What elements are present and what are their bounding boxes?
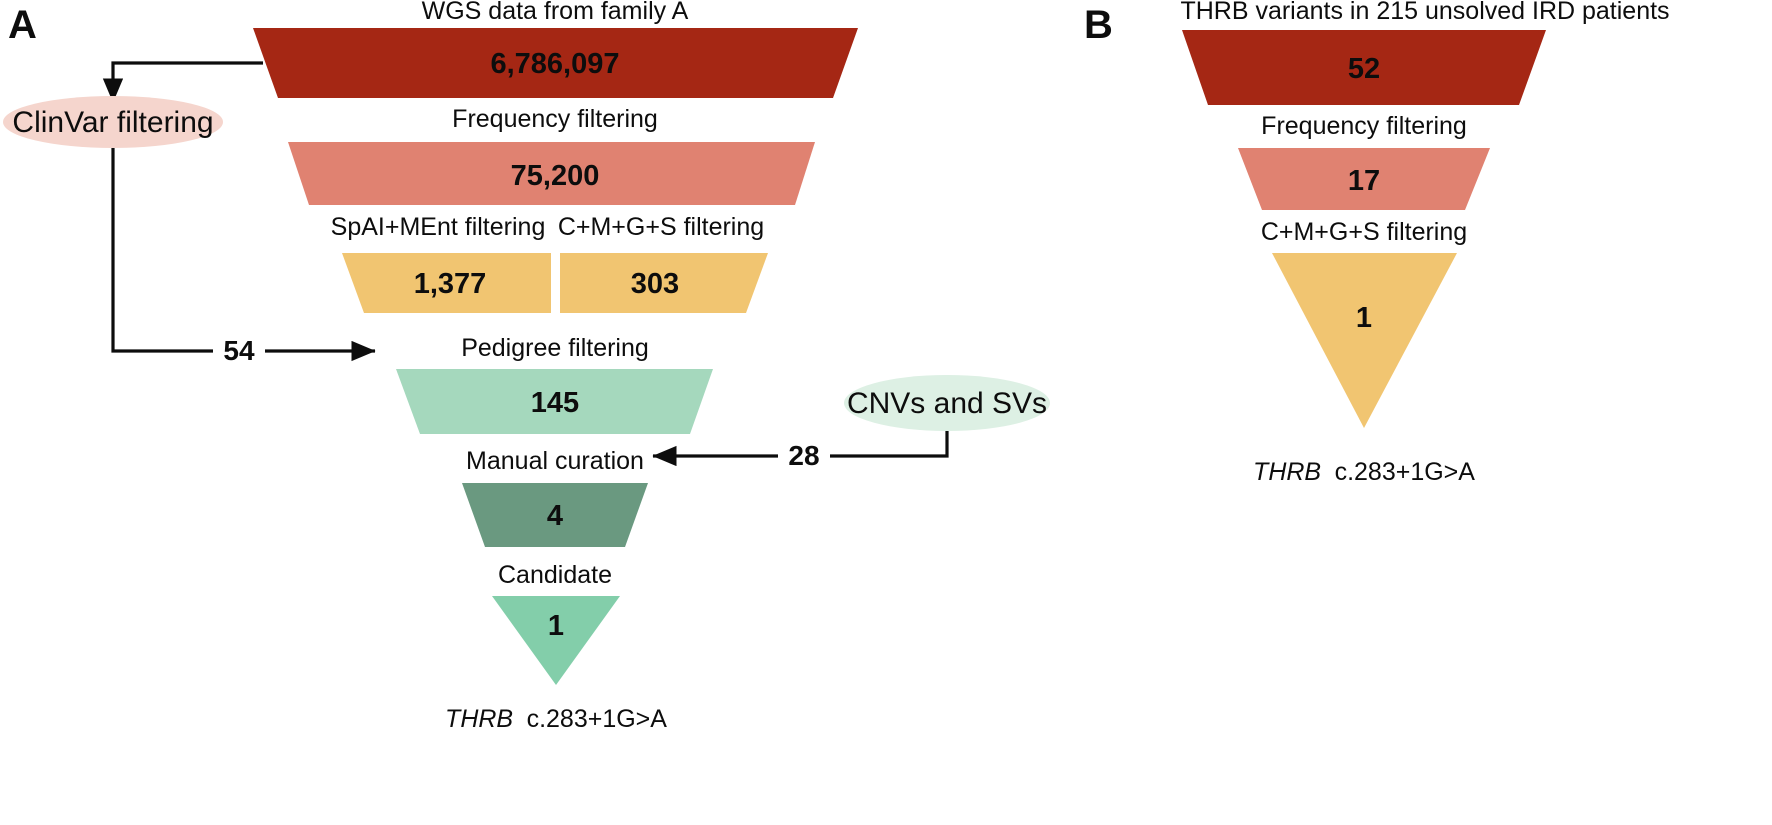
funnel-value-manual-curated: 4	[547, 500, 563, 532]
funnel-segment-manual-curated	[462, 483, 648, 547]
funnel-value-frequency-filtered: 75,200	[511, 160, 600, 192]
stage-label-manual-curation: Manual curation	[466, 447, 644, 475]
panel-b-title: THRB variants in 215 unsolved IRD patien…	[1180, 0, 1669, 25]
funnel-value-b-cmgs-filtered: 1	[1356, 302, 1372, 334]
panel-b-stage-label-frequency-filtering: Frequency filtering	[1261, 112, 1467, 140]
panel-b-letter: B	[1084, 3, 1113, 47]
funnel-segment-splice-filtered	[342, 253, 551, 313]
stage-label-pedigree-filtering: Pedigree filtering	[461, 334, 649, 362]
panel-a-result-variant: THRB c.283+1G>A	[445, 705, 667, 733]
funnel-value-wgs-variants: 6,786,097	[490, 48, 619, 80]
funnel-value-pedigree-filtered: 145	[531, 387, 579, 419]
funnel-segment-b-frequency-filtered	[1238, 148, 1490, 210]
stage-label-cmgs-filtering: C+M+G+S filtering	[558, 213, 764, 241]
panel-a-letter: A	[8, 3, 37, 47]
panel-a-title: WGS data from family A	[422, 0, 689, 25]
panel-b-result-change: c.283+1G>A	[1335, 458, 1476, 486]
funnel-segment-b-cmgs-filtered	[1272, 253, 1457, 428]
edge-clinvar-to-pedigree	[111, 148, 376, 362]
clinvar-filtering-bubble-label: ClinVar filtering	[12, 106, 213, 139]
panel-a-result-change: c.283+1G>A	[527, 705, 668, 733]
funnel-segment-thrb-variants	[1182, 30, 1546, 105]
funnel-value-cmgs-filtered: 303	[631, 268, 679, 300]
panel-b-stage-label-cmgs-filtering: C+M+G+S filtering	[1261, 218, 1467, 246]
edge-value-54: 54	[223, 335, 255, 366]
funnel-segment-wgs-variants	[253, 28, 858, 98]
panel-b-result-gene: THRB	[1253, 458, 1321, 486]
cnvs-svs-bubble	[844, 375, 1050, 431]
funnel-segment-cmgs-filtered	[560, 253, 768, 313]
funnel-value-candidate: 1	[548, 610, 564, 642]
panel-b-result-variant: THRB c.283+1G>A	[1253, 458, 1475, 486]
funnel-segment-pedigree-filtered	[396, 369, 713, 434]
funnel-value-b-frequency-filtered: 17	[1348, 165, 1380, 197]
cnvs-svs-bubble-label: CNVs and SVs	[847, 387, 1047, 420]
funnel-segment-frequency-filtered	[288, 142, 815, 205]
funnel-value-thrb-variants: 52	[1348, 53, 1380, 85]
panel-a-result-gene: THRB	[445, 705, 513, 733]
stage-label-spai-ment-filtering: SpAI+MEnt filtering	[331, 213, 546, 241]
panel-b: B THRB variants in 215 unsolved IRD pati…	[1084, 0, 1670, 486]
edge-wgs-to-clinvar	[102, 61, 263, 103]
edge-label-backdrop-54	[213, 334, 265, 368]
edge-label-backdrop-28	[778, 439, 830, 473]
edge-value-28: 28	[788, 440, 819, 471]
funnel-value-splice-filtered: 1,377	[414, 268, 487, 300]
clinvar-filtering-bubble	[3, 96, 223, 148]
panel-a: A WGS data from family A 6,786,097 Frequ…	[3, 0, 1050, 733]
stage-label-candidate: Candidate	[498, 561, 612, 589]
stage-label-frequency-filtering: Frequency filtering	[452, 105, 658, 133]
funnel-segment-candidate	[492, 596, 620, 685]
edge-cnvs-to-manual-curation	[652, 431, 949, 467]
